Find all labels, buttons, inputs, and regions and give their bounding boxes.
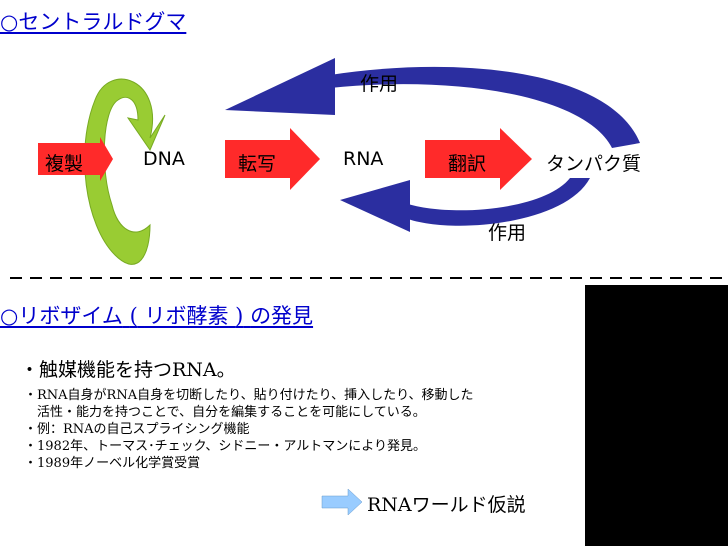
translation-arrow [425, 128, 532, 190]
paren-close: ) [235, 304, 244, 328]
list-item: 活性・能力を持つことで、自分を編集することを可能にしている。 [24, 405, 426, 420]
translation-label: 翻訳 [448, 153, 487, 175]
transcription-arrow [225, 128, 320, 190]
rna-world-arrow [321, 488, 363, 516]
rna-world-hypothesis: RNAワールド仮説 [367, 494, 526, 516]
replication-arrow [38, 137, 113, 181]
section-title-central-dogma: ○セントラルドグマ [0, 10, 187, 34]
transcription-label: 転写 [238, 153, 277, 175]
action-arrow-bottom-head [340, 180, 410, 232]
action-arrow-top-head [225, 58, 335, 115]
ribozyme-alias: リボ酵素 [144, 304, 229, 328]
ribozyme-title-part: ○リボザイム [0, 304, 123, 328]
bullet-list: ・RNA自身がRNA自身を切断したり、貼り付けたり、挿入したり、移動した 活性・… [24, 387, 474, 472]
list-item: ・例：RNAの自己スプライシング機能 [24, 422, 250, 437]
main-point: ・触媒機能を持つRNA。 [20, 359, 236, 381]
rna-label: RNA [343, 148, 384, 170]
replication-label: 複製 [45, 153, 84, 175]
action-arrow-top [330, 66, 640, 148]
dna-label: DNA [143, 148, 185, 170]
list-item: ・1982年、トーマス･チェック、シドニー・アルトマンにより発見。 [24, 439, 427, 454]
paren-open: ( [129, 304, 138, 328]
list-item: ・RNA自身がRNA自身を切断したり、貼り付けたり、挿入したり、移動した [24, 388, 474, 403]
action-label-bottom: 作用 [488, 222, 527, 244]
replication-cycle-arrow [84, 78, 166, 265]
protein-label: タンパク質 [546, 153, 642, 175]
section-title-ribozyme: ○リボザイム ( リボ酵素 ) の発見 [0, 300, 313, 330]
black-occluder [585, 285, 728, 546]
action-arrow-bottom [405, 178, 590, 226]
action-label-top: 作用 [360, 73, 399, 95]
discovery-word: の発見 [250, 304, 314, 328]
list-item: ・1989年ノーベル化学賞受賞 [24, 456, 201, 471]
